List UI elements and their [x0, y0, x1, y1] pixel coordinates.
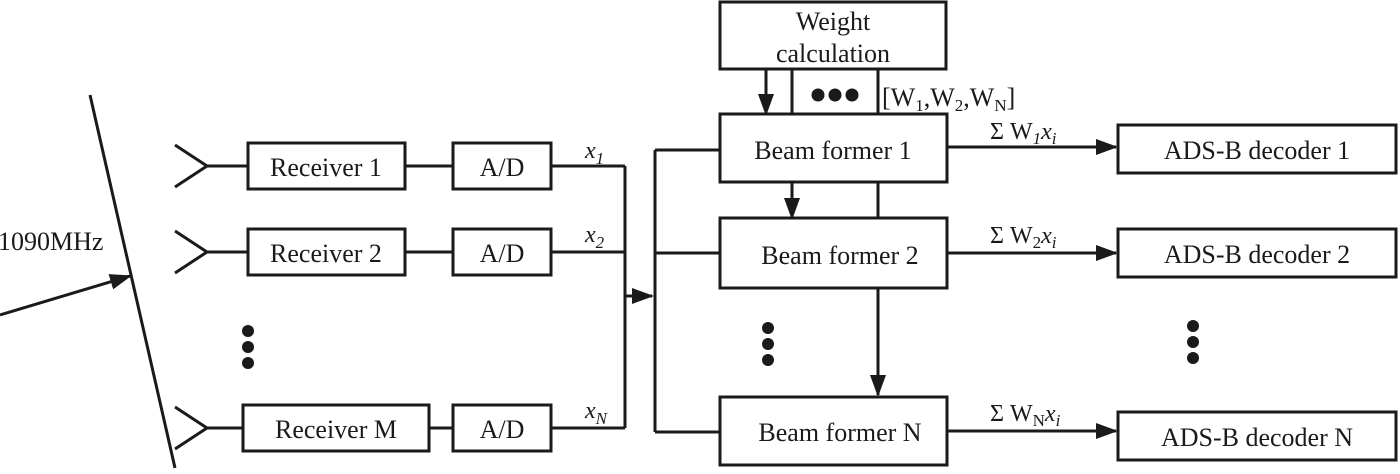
output-label: Σ W1xi [990, 119, 1057, 148]
adc-block [451, 403, 553, 453]
receiver-block [241, 403, 431, 453]
incident-signal-arrow [0, 274, 132, 317]
beam-former-label: Beam former 1 [754, 136, 911, 165]
antenna-icon [174, 405, 243, 451]
signal-label: x2 [584, 222, 605, 252]
output-label: Σ W2xi [990, 223, 1057, 252]
decoder-label: ADS-B decoder N [1161, 423, 1353, 452]
adc-label: A/D [480, 153, 525, 182]
decoder-label: ADS-B decoder 2 [1164, 240, 1350, 269]
antenna-icon [174, 229, 248, 275]
beam-former-label: Beam former 2 [761, 241, 918, 270]
decoder-block [1116, 227, 1398, 279]
ellipsis-dots [811, 88, 859, 102]
receiver-label: Receiver 1 [270, 153, 382, 182]
beam-former-block [718, 395, 949, 467]
decoder-block [1116, 123, 1398, 175]
ellipsis-dots [762, 322, 774, 366]
beam-former-label: Beam former N [758, 418, 921, 447]
signal-label: xN [584, 398, 609, 428]
weight-calculation-line1: Weight [796, 7, 871, 36]
output-label: Σ WNxi [990, 401, 1061, 430]
ellipsis-dots [242, 325, 254, 369]
ellipsis-dots [1187, 320, 1199, 364]
receiver-label: Receiver 2 [270, 239, 382, 268]
decoder-label: ADS-B decoder 1 [1164, 136, 1350, 165]
receiver-block [246, 227, 407, 277]
weight-calculation-line2: calculation [776, 39, 890, 68]
frequency-label: 1090MHz [0, 227, 103, 256]
adc-label: A/D [480, 239, 525, 268]
decoder-block [1116, 410, 1398, 462]
wavefront-line [88, 94, 177, 469]
beam-former-block [718, 112, 949, 184]
adc-label: A/D [480, 415, 525, 444]
antenna-icon [174, 143, 248, 189]
receiver-label: Receiver M [275, 415, 397, 444]
weights-vector-label: [W1,W2,WN] [882, 83, 1015, 115]
signal-label: x1 [584, 138, 604, 168]
weight-calculation-block [718, 0, 948, 71]
